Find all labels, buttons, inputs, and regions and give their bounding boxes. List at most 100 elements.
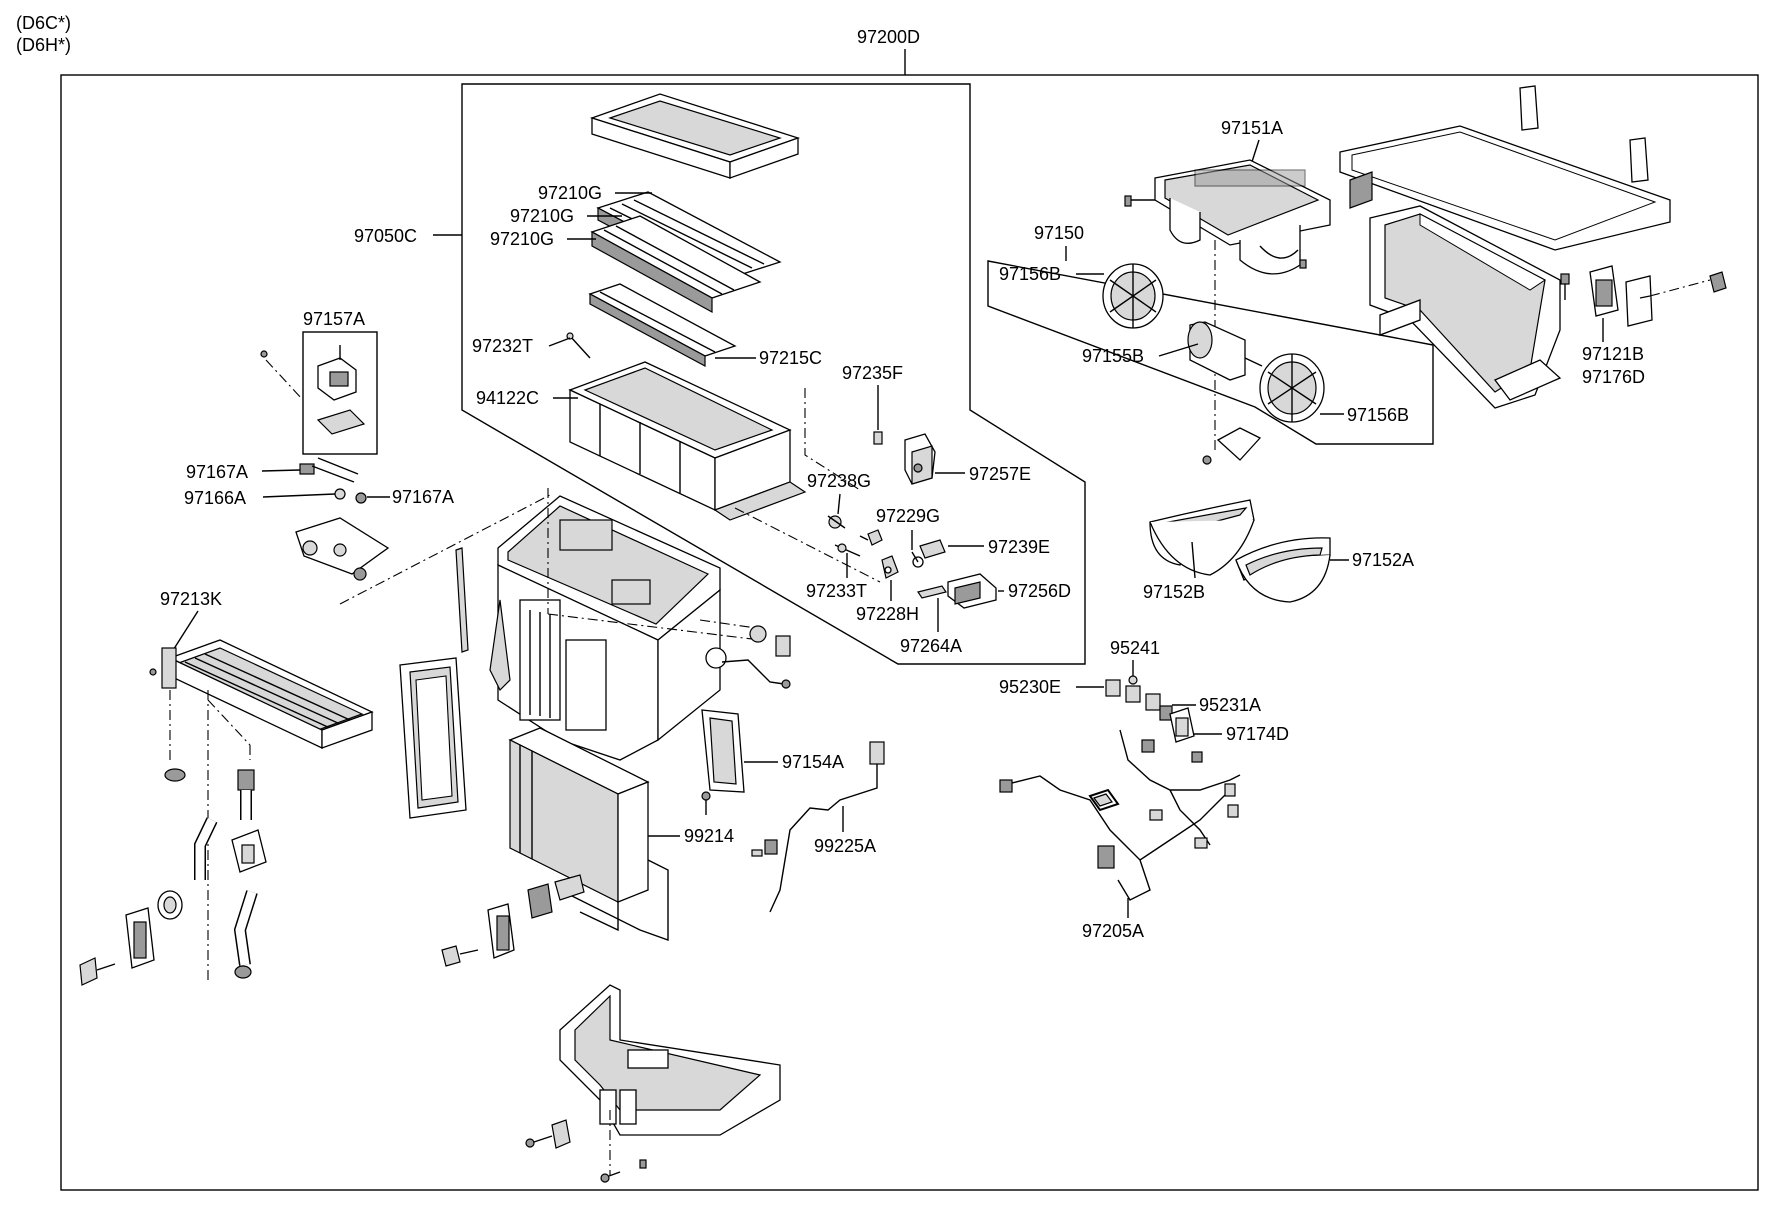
label-97239E: 97239E bbox=[988, 537, 1050, 557]
temperature-probe bbox=[455, 547, 469, 653]
label-97176D: 97176D bbox=[1582, 367, 1645, 387]
label-95241: 95241 bbox=[1110, 638, 1160, 658]
blower-case-97151A bbox=[1124, 159, 1331, 275]
guide-bracket bbox=[265, 359, 304, 401]
label-97205A: 97205A bbox=[1082, 921, 1144, 941]
label-94122C: 94122C bbox=[476, 388, 539, 408]
wiring-harness-97205A bbox=[999, 729, 1241, 901]
label-97213K: 97213K bbox=[160, 589, 222, 609]
label-97156B-left: 97156B bbox=[999, 264, 1061, 284]
link-97233T bbox=[834, 543, 861, 557]
leader-97167A-left bbox=[261, 469, 301, 472]
lever-97239E bbox=[911, 539, 946, 568]
cam-97167A-right bbox=[355, 492, 367, 504]
screw-heater bbox=[149, 668, 157, 676]
hvac-case bbox=[489, 495, 721, 761]
blower-fan-left bbox=[1102, 263, 1164, 329]
label-97257E: 97257E bbox=[969, 464, 1031, 484]
lever-97229G bbox=[859, 529, 883, 546]
label-97210G-mid: 97210G bbox=[510, 206, 574, 226]
label-97154A: 97154A bbox=[782, 752, 844, 772]
label-97157A: 97157A bbox=[303, 309, 365, 329]
label-97152B: 97152B bbox=[1143, 582, 1205, 602]
label-97121B: 97121B bbox=[1582, 344, 1644, 364]
label-95231A: 95231A bbox=[1199, 695, 1261, 715]
relay-95230E bbox=[1105, 679, 1141, 703]
motor-mount-bracket bbox=[1202, 427, 1262, 465]
filter-element-2 bbox=[590, 215, 762, 314]
water-valve bbox=[231, 769, 267, 979]
expansion-valve bbox=[441, 874, 585, 967]
label-95230E: 95230E bbox=[999, 677, 1061, 697]
label-97151A: 97151A bbox=[1221, 118, 1283, 138]
door-gasket bbox=[399, 657, 467, 819]
label-97050C: 97050C bbox=[354, 226, 417, 246]
filter-element-3 bbox=[588, 283, 737, 368]
module-97174D bbox=[1169, 707, 1195, 743]
label-97200D: 97200D bbox=[857, 27, 920, 47]
filter-cover-frame bbox=[589, 93, 801, 179]
housing-97152B bbox=[1149, 499, 1255, 576]
label-97256D: 97256D bbox=[1008, 581, 1071, 601]
screw-bracket bbox=[260, 350, 268, 358]
blower-duct bbox=[1369, 205, 1570, 409]
label-97215C: 97215C bbox=[759, 348, 822, 368]
evaporator-99214 bbox=[508, 727, 711, 941]
label-97210G-low: 97210G bbox=[490, 229, 554, 249]
bracket-97157A bbox=[316, 345, 366, 435]
relay-95231A bbox=[1145, 693, 1173, 721]
sensor-97232T bbox=[566, 332, 591, 359]
seal-97154A bbox=[701, 709, 745, 793]
variant-code-d6h: (D6H*) bbox=[16, 35, 71, 55]
label-99214: 99214 bbox=[684, 826, 734, 846]
heater-core bbox=[161, 639, 374, 750]
label-97167A-left: 97167A bbox=[186, 462, 248, 482]
blower-motor-97155B bbox=[1187, 321, 1263, 381]
label-97210G-top: 97210G bbox=[538, 183, 602, 203]
guide-linkage bbox=[734, 507, 881, 583]
blower-resistor bbox=[1589, 265, 1727, 327]
actuator-97256D bbox=[947, 573, 997, 609]
leader-97152B bbox=[1191, 541, 1196, 579]
label-97167A-right: 97167A bbox=[392, 487, 454, 507]
link-97238G bbox=[827, 515, 846, 529]
label-97152A: 97152A bbox=[1352, 550, 1414, 570]
guide-clip bbox=[804, 388, 861, 491]
label-97264A: 97264A bbox=[900, 636, 962, 656]
variant-code-d6c: (D6C*) bbox=[16, 13, 71, 33]
leader-97232T bbox=[548, 337, 571, 347]
guide-case-2 bbox=[547, 613, 761, 641]
cam-97167A-left bbox=[299, 457, 359, 483]
label-97238G: 97238G bbox=[807, 471, 871, 491]
leader-97166A bbox=[262, 493, 336, 498]
blower-motor-frame bbox=[987, 260, 1434, 445]
case-actuator bbox=[705, 625, 791, 689]
blower-mounting-frame bbox=[1339, 85, 1671, 251]
lower-duct-hardware bbox=[525, 1119, 647, 1183]
bracket-frame bbox=[302, 331, 378, 455]
relay-95241 bbox=[1128, 675, 1138, 685]
label-99225A: 99225A bbox=[814, 836, 876, 856]
filter-case-94122C bbox=[568, 361, 807, 521]
label-97150: 97150 bbox=[1034, 223, 1084, 243]
rod-97264A bbox=[917, 585, 947, 599]
sensor-99225A bbox=[751, 741, 885, 913]
cam-97166A bbox=[334, 488, 346, 500]
label-97155B: 97155B bbox=[1082, 346, 1144, 366]
blower-fan-right bbox=[1259, 353, 1325, 423]
heater-pipes bbox=[154, 768, 218, 920]
guide-case-3 bbox=[699, 619, 757, 629]
lever-97228H bbox=[881, 555, 899, 579]
mode-cam-plate bbox=[295, 517, 390, 581]
label-97156B-right: 97156B bbox=[1347, 405, 1409, 425]
label-97233T: 97233T bbox=[806, 581, 867, 601]
label-97235F: 97235F bbox=[842, 363, 903, 383]
clip-97235F bbox=[873, 431, 883, 445]
subassembly-outline bbox=[461, 83, 1086, 665]
label-97228H: 97228H bbox=[856, 604, 919, 624]
actuator-97257E bbox=[904, 433, 936, 485]
lower-duct bbox=[559, 984, 781, 1175]
label-97232T: 97232T bbox=[472, 336, 533, 356]
heater-clip bbox=[79, 957, 116, 986]
